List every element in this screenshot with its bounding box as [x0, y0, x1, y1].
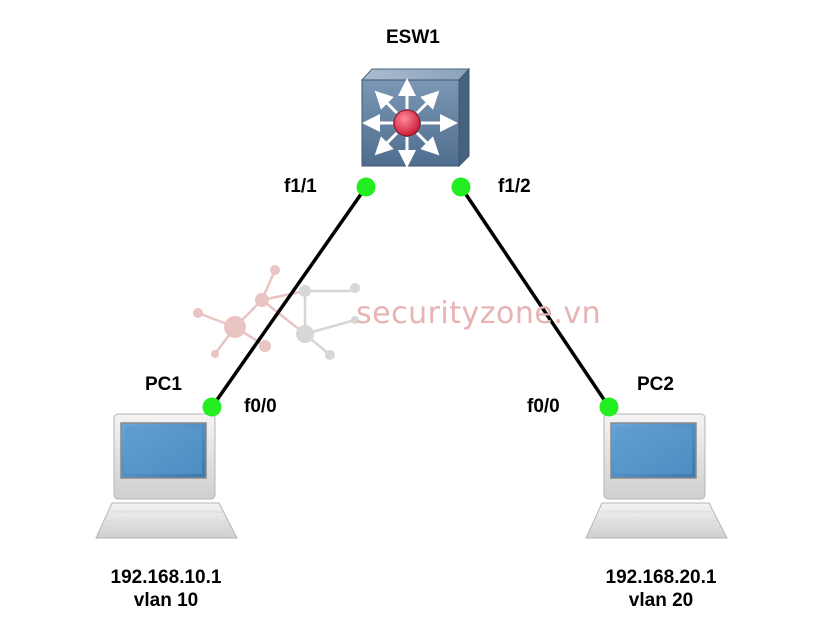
- pc2-address-block: 192.168.20.1 vlan 20: [551, 566, 771, 612]
- pc2-label: PC2: [637, 374, 674, 395]
- esw1-switch-icon[interactable]: [360, 67, 471, 168]
- link-esw1-pc2: [459, 186, 611, 408]
- esw1-port-f1-2-label: f1/2: [498, 176, 531, 197]
- esw1-f1-1-port-dot[interactable]: [356, 177, 376, 197]
- pc2-vlan: vlan 20: [628, 590, 694, 611]
- esw1-label: ESW1: [386, 27, 440, 48]
- pc1-port-f0-0-label: f0/0: [244, 396, 277, 417]
- link-esw1-pc1: [210, 185, 368, 409]
- pc1-ip-address: 192.168.10.1: [110, 567, 222, 588]
- pc1-label: PC1: [145, 374, 182, 395]
- esw1-port-f1-1-label: f1/1: [284, 176, 317, 197]
- pc2-ip-address: 192.168.20.1: [605, 567, 717, 588]
- pc2-f0-0-port-dot[interactable]: [599, 397, 619, 417]
- pc1-f0-0-port-dot[interactable]: [202, 397, 222, 417]
- watermark-logo-icon: [193, 265, 360, 360]
- pc1-address-block: 192.168.10.1 vlan 10: [56, 566, 276, 612]
- esw1-f1-2-port-dot[interactable]: [451, 177, 471, 197]
- pc1-vlan: vlan 10: [133, 590, 199, 611]
- pc2-port-f0-0-label: f0/0: [527, 396, 560, 417]
- pc1-computer-icon[interactable]: [95, 413, 238, 539]
- pc2-computer-icon[interactable]: [585, 413, 728, 539]
- watermark-text: securityzone.vn: [356, 296, 602, 331]
